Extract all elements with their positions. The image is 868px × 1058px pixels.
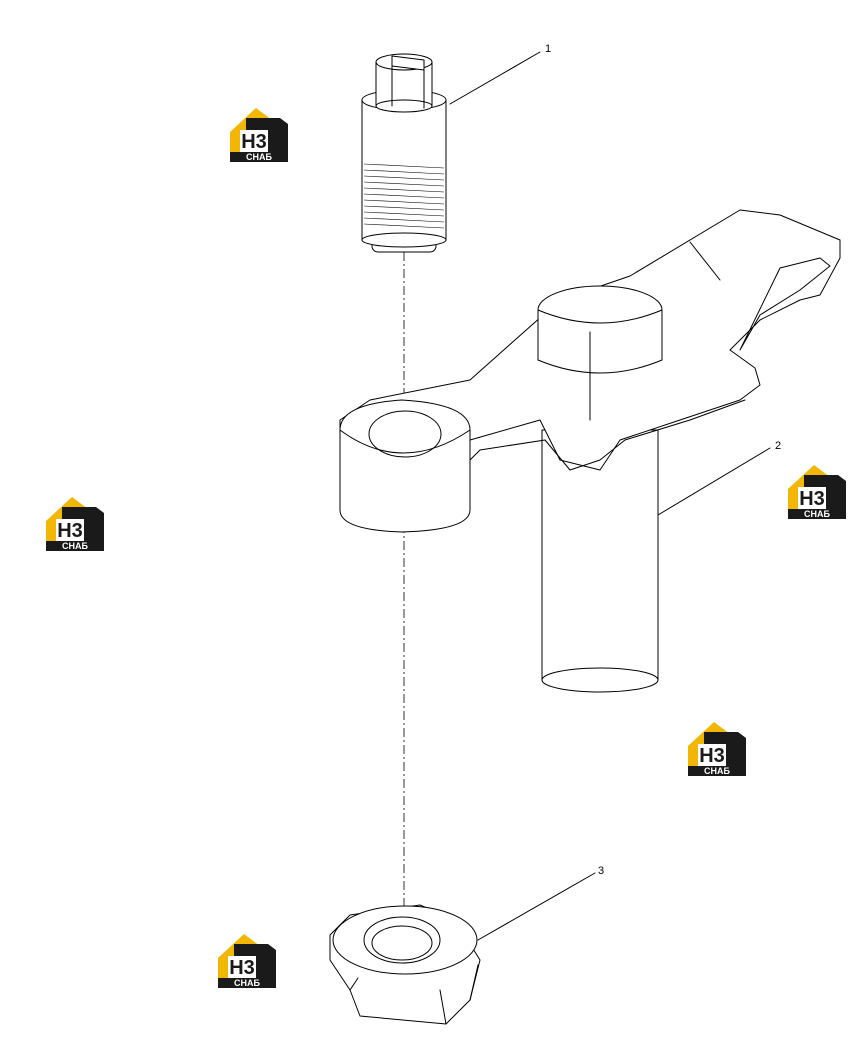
watermark-caption: СНАБ xyxy=(62,541,88,551)
leader-line-3 xyxy=(477,872,596,941)
watermark-mark: H3 xyxy=(241,131,267,153)
watermark-logo: H3 СНАБ xyxy=(218,934,276,988)
part-2-rocker-arm xyxy=(339,209,841,693)
watermark-mark: H3 xyxy=(699,745,725,767)
leader-line-1 xyxy=(449,51,541,105)
watermark-logo: H3 СНАБ xyxy=(788,465,846,519)
callout-number: 1 xyxy=(545,43,551,55)
part-3-hex-nut xyxy=(329,904,481,1025)
watermark-caption: СНАБ xyxy=(246,152,272,162)
watermark-mark: H3 xyxy=(799,488,825,510)
watermark-caption: СНАБ xyxy=(234,978,260,988)
callout-number: 2 xyxy=(775,440,781,452)
callout-number: 3 xyxy=(598,865,604,877)
leader-line-2 xyxy=(657,447,771,516)
watermark-logo: H3 СНАБ xyxy=(230,108,288,162)
watermark-logo: H3 СНАБ xyxy=(46,497,104,551)
watermark-mark: H3 xyxy=(57,520,83,542)
watermark-caption: СНАБ xyxy=(804,509,830,519)
part-1-adjusting-screw xyxy=(361,53,447,253)
watermark-mark: H3 xyxy=(229,957,255,979)
watermark-logo: H3 СНАБ xyxy=(688,722,746,776)
watermark-caption: СНАБ xyxy=(704,766,730,776)
